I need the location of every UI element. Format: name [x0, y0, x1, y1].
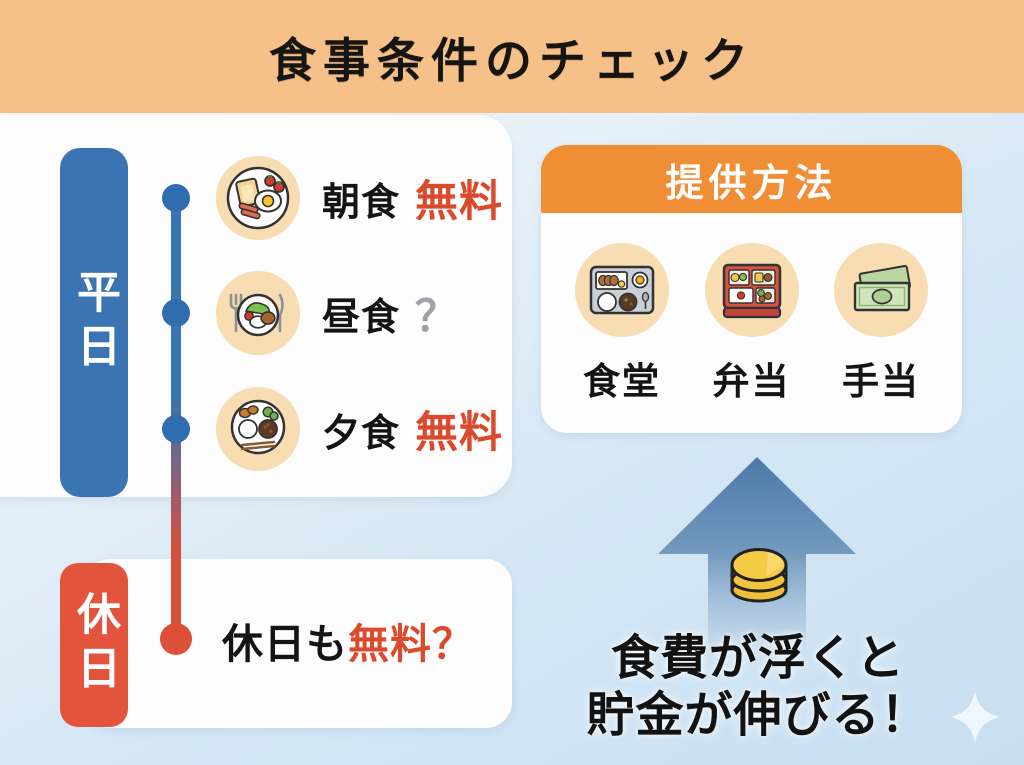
provision-panel: 提供方法 [541, 145, 962, 433]
provision-option-bento: 弁当 [693, 243, 811, 405]
meal-status: 無料 [415, 178, 504, 226]
meal-row-lunch: 昼食 ？ [216, 271, 459, 355]
callout-line-2: 貯金が伸びる！ [586, 689, 930, 742]
weekday-label: 平日 [70, 268, 119, 377]
meal-row-breakfast: 朝食 無料 [216, 156, 503, 240]
meal-name: 朝食 [322, 181, 401, 224]
provision-option-label: 弁当 [712, 361, 791, 402]
holiday-label: 休日 [70, 591, 119, 699]
weekday-bar: 平日 [60, 148, 128, 497]
dinner-plate-icon [216, 387, 300, 471]
sparkle-icon [951, 691, 999, 743]
cafeteria-tray-icon [575, 243, 669, 337]
meal-status: ？ [415, 293, 460, 341]
money-bills-icon [834, 243, 928, 337]
timeline-dot-dinner [162, 415, 190, 443]
bento-box-icon [704, 243, 799, 337]
meal-status: 無料 [415, 409, 504, 457]
meal-name: 昼食 [322, 296, 401, 339]
holiday-question-highlight: 無料？ [348, 621, 474, 667]
provision-option-cafeteria: 食堂 [563, 243, 681, 405]
timeline-dot-holiday [160, 623, 192, 655]
provision-title: 提供方法 [665, 162, 838, 205]
lunch-plate-icon [216, 271, 300, 355]
provision-option-label: 手当 [842, 361, 920, 402]
holiday-bar: 休日 [60, 563, 128, 727]
holiday-panel [84, 559, 512, 728]
provision-option-allowance: 手当 [822, 243, 940, 405]
provision-option-label: 食堂 [583, 361, 661, 402]
timeline-dot-breakfast [162, 184, 190, 212]
timeline-dot-lunch [162, 299, 190, 327]
holiday-question-prefix: 休日も [222, 621, 348, 667]
callout-line-1: 食費が浮くと [610, 632, 905, 685]
provision-options: 食堂 [541, 213, 962, 405]
page-title: 食事条件のチェック [269, 34, 755, 87]
meal-name: 夕食 [322, 412, 401, 455]
provision-header: 提供方法 [541, 145, 962, 213]
header-banner: 食事条件のチェック [0, 0, 1024, 113]
meal-row-dinner: 夕食 無料 [216, 387, 503, 471]
holiday-question: 休日も 無料？ [222, 612, 474, 668]
coin-stack-icon [721, 536, 797, 606]
breakfast-plate-icon [216, 156, 300, 240]
